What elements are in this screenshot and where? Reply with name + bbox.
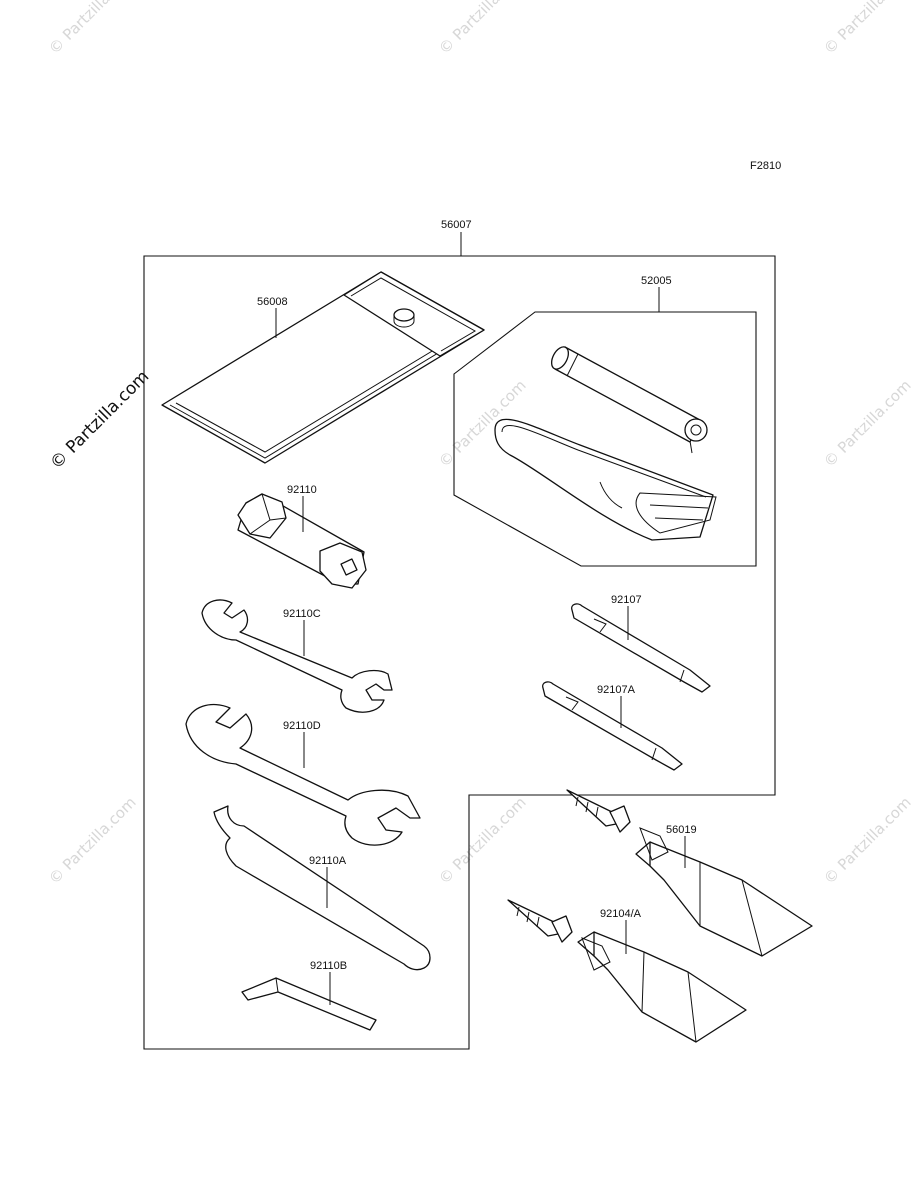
spanner-large xyxy=(185,703,421,846)
tool-kit-frame xyxy=(143,255,776,1050)
watermark-text: © Partzilla.com xyxy=(820,376,915,471)
figure-code: F2810 xyxy=(750,160,781,172)
tire-repair-kit xyxy=(494,346,717,541)
part-label-56008: 56008 xyxy=(257,296,288,308)
plug-wrench xyxy=(237,493,367,589)
part-label-56007: 56007 xyxy=(441,219,472,231)
watermark-text: © Partzilla.com xyxy=(435,0,530,58)
spanner-small xyxy=(201,599,393,713)
tire-repair-kit-frame xyxy=(453,311,757,567)
glue-tube xyxy=(566,789,813,957)
watermark-text: © Partzilla.com xyxy=(820,0,915,58)
watermark-text: © Partzilla.com xyxy=(435,793,530,888)
part-label-92110C: 92110C xyxy=(283,608,321,620)
hex-wrench xyxy=(241,977,377,1031)
part-label-56019: 56019 xyxy=(666,824,697,836)
part-label-92110D: 92110D xyxy=(283,720,321,732)
part-label-92107: 92107 xyxy=(611,594,642,606)
part-label-92110: 92110 xyxy=(287,484,317,496)
part-label-92104A: 92104/A xyxy=(600,908,642,920)
part-label-52005: 52005 xyxy=(641,275,672,287)
screwdriver-alt xyxy=(542,681,683,771)
watermark-text: © Partzilla.com xyxy=(820,793,915,888)
watermark-text: © Partzilla.com xyxy=(45,0,140,58)
part-label-92110A: 92110A xyxy=(309,855,347,867)
hook-wrench xyxy=(213,805,431,971)
screwdriver xyxy=(571,603,711,693)
watermark-text: © Partzilla.com xyxy=(45,793,140,888)
part-label-92110B: 92110B xyxy=(310,960,347,972)
tool-bag xyxy=(161,271,485,464)
part-label-92107A: 92107A xyxy=(597,684,636,696)
watermark-main: © Partzilla.com xyxy=(46,367,153,474)
watermark-layer: © Partzilla.com © Partzilla.com © Partzi… xyxy=(45,0,915,888)
grease-tube xyxy=(507,899,747,1043)
